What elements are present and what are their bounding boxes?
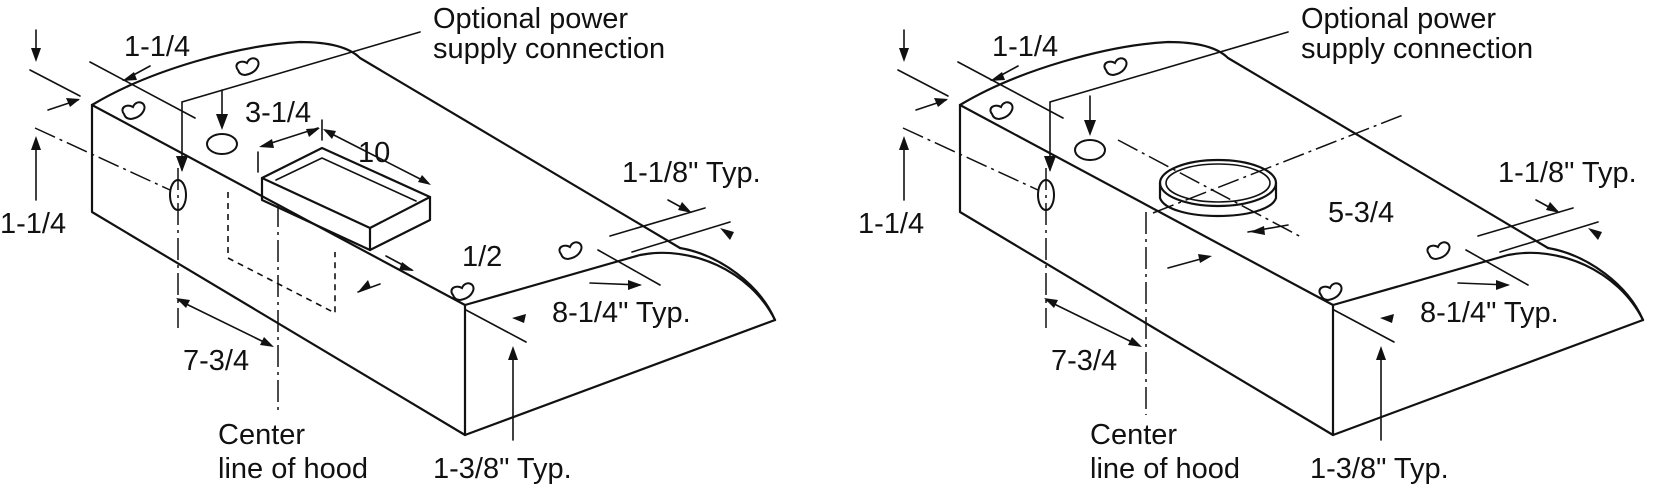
left-dim-side-typ: 1-1/8" Typ. [622, 157, 761, 189]
right-keyhole-slot [1318, 282, 1343, 301]
right-power-leader [1049, 31, 1289, 171]
right-power-label-2: supply connection [1301, 33, 1533, 65]
left-dim-slot-typ: 8-1/4" Typ. [552, 297, 691, 329]
right-power-knockout-top [1074, 139, 1106, 161]
left-dim-duct-depth: 3-1/4 [245, 97, 311, 129]
right-centerline-label-2: line of hood [1090, 453, 1240, 485]
right-dim-bottom-typ: 1-3/8" Typ. [1310, 453, 1449, 485]
left-keyhole-slot [450, 282, 475, 301]
left-dim-bottom-typ: 1-3/8" Typ. [433, 453, 572, 485]
left-centerline-label-1: Center [218, 419, 305, 451]
left-centerline-horizontal [34, 127, 171, 191]
right-round-duct-collar [1158, 158, 1278, 217]
left-power-leader [181, 31, 421, 171]
left-dim-top-offset: 1-1/4 [124, 31, 190, 63]
right-dim-slot-typ: 8-1/4" Typ. [1420, 297, 1559, 329]
left-dim-duct-width: 10 [358, 137, 390, 169]
left-power-knockout-top [206, 133, 238, 155]
left-side-duct-dashed [227, 192, 336, 315]
right-dim-round-duct: 5-3/4 [1328, 197, 1394, 229]
left-power-label-1: Optional power [433, 3, 628, 35]
left-dim-left-offset: 1-1/4 [0, 208, 66, 240]
left-keyhole-slot [558, 241, 583, 260]
right-keyhole-slot [1103, 57, 1128, 76]
right-keyhole-slot [1426, 241, 1451, 260]
left-centerline-label-2: line of hood [218, 453, 368, 485]
right-dim-top-offset: 1-1/4 [992, 31, 1058, 63]
left-keyhole-slot [235, 57, 260, 76]
left-rect-duct-collar [260, 146, 432, 252]
right-centerline-horizontal [902, 127, 1039, 191]
right-dim-side-typ: 1-1/8" Typ. [1498, 157, 1637, 189]
right-hood-diagram: Optional power supply connection 1-1/4 1… [858, 3, 1645, 485]
left-keyhole-slot [121, 101, 146, 120]
right-power-label-1: Optional power [1301, 3, 1496, 35]
right-dim-left-offset: 1-1/4 [858, 208, 924, 240]
right-centerline-label-1: Center [1090, 419, 1177, 451]
left-power-label-2: supply connection [433, 33, 665, 65]
left-dim-duct-edge: 1/2 [462, 241, 502, 273]
right-duct-axis-2 [1152, 114, 1404, 214]
right-dim-center: 7-3/4 [1051, 345, 1117, 377]
left-dim-center: 7-3/4 [183, 345, 249, 377]
right-keyhole-slot [989, 101, 1014, 120]
left-hood-diagram: Optional power supply connection 1-1/4 1… [0, 3, 777, 485]
